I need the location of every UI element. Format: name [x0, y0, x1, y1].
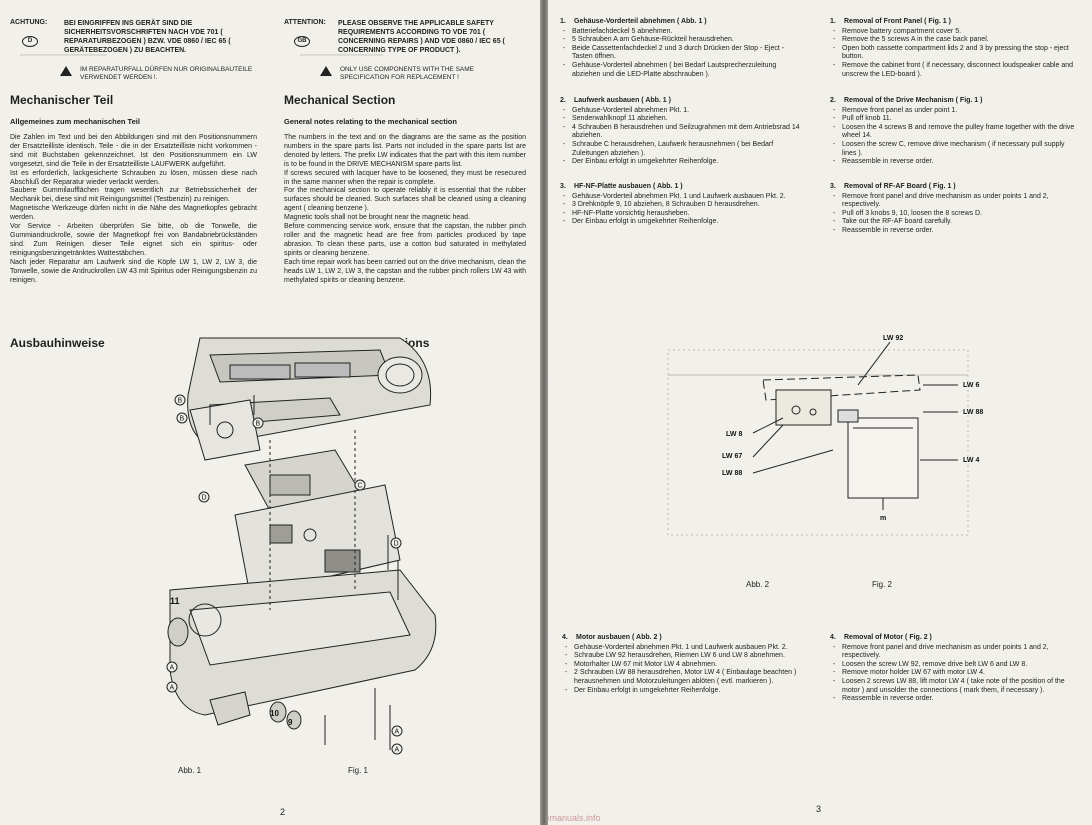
exploded-view-figure-1: B B B C D D 11 A A A A 10 9: [166, 337, 437, 755]
step-2-de: 2.Laufwerk ausbauen ( Abb. 1 ) Gehäuse-V…: [560, 97, 805, 167]
fig1-label: 10: [270, 709, 279, 718]
fig1-label: D: [202, 495, 207, 502]
heading-ausbauhinweise: Ausbauhinweise: [10, 336, 105, 350]
figure-caption-de: Abb. 1: [178, 766, 202, 775]
warning-text-en: PLEASE OBSERVE THE APPLICABLE SAFETY REQ…: [338, 20, 505, 54]
body-text-de: Die Zahlen im Text und bei den Abbildung…: [10, 134, 257, 284]
fig1-label: 11: [170, 596, 180, 606]
step-3-en: 3.Removal of RF-AF Board ( Fig. 1 ) Remo…: [830, 183, 1080, 236]
warning-note-en: ONLY USE COMPONENTS WITH THE SAME SPECIF…: [340, 66, 474, 81]
fig1-label: B: [178, 398, 183, 405]
fig1-label: B: [256, 421, 261, 428]
heading-mechanical-section: Mechanical Section: [284, 93, 396, 107]
fig1-label: 9: [288, 718, 293, 727]
step-4-en: 4.Removal of Motor ( Fig. 2 ) Remove fro…: [830, 634, 1080, 704]
fig1-label: A: [170, 685, 175, 692]
fig2-label-m: m: [880, 515, 886, 522]
warning-triangle-icon: [60, 66, 72, 76]
figure-caption-en: Fig. 2: [872, 580, 893, 589]
step-1-en: 1.Removal of Front Panel ( Fig. 1 ) Remo…: [830, 18, 1080, 79]
warning-label-de: ACHTUNG:: [10, 19, 48, 26]
fig2-label-lw8: LW 8: [726, 431, 742, 438]
heading-mechanischer-teil: Mechanischer Teil: [10, 93, 114, 107]
body-text-en: The numbers in the text and on the diagr…: [284, 134, 527, 284]
fig1-label: A: [170, 665, 175, 672]
step-1-de: 1.Gehäuse-Vorderteil abnehmen ( Abb. 1 )…: [560, 18, 805, 79]
bleed-through-text: ━━━━━━━━━━━━━━━━━━━━━━━━: [20, 53, 107, 59]
manual-page-right: 1.Gehäuse-Vorderteil abnehmen ( Abb. 1 )…: [548, 0, 1092, 825]
fig1-label: D: [394, 541, 399, 548]
motor-diagram-figure-2: LW 92 LW 6 LW 88 LW 4 LW 8 LW 67 LW 88 m: [667, 335, 983, 536]
page-gutter: [540, 0, 548, 825]
fig2-label-lw92: LW 92: [883, 335, 903, 342]
footer-website-link[interactable]: www.freeservicemanuals.info: [548, 813, 601, 823]
step-4-de: 4.Motor ausbauen ( Abb. 2 ) Gehäuse-Vord…: [562, 634, 802, 695]
warning-text-de: BEI EINGRIFFEN INS GERÄT SIND DIE SICHER…: [64, 20, 231, 54]
fig2-label-lw88-left: LW 88: [722, 470, 742, 477]
manual-page-left: ACHTUNG: BEI EINGRIFFEN INS GERÄT SIND D…: [0, 0, 540, 825]
fig1-label: B: [180, 416, 185, 423]
warning-note-de: IM REPARATURFALL DÜRFEN NUR ORIGINALBAUT…: [80, 66, 253, 81]
warning-label-en: ATTENTION:: [284, 19, 326, 26]
fig2-label-lw6: LW 6: [963, 382, 979, 389]
fig1-label: A: [395, 747, 400, 754]
page-number: 2: [280, 807, 286, 817]
country-badge-de: D: [22, 36, 38, 47]
fig2-label-lw4: LW 4: [963, 457, 979, 464]
figure-caption-en: Fig. 1: [348, 766, 369, 775]
subheading-allgemeines: Allgemeines zum mechanischen Teil: [10, 117, 140, 126]
subheading-general-notes: General notes relating to the mechanical…: [284, 117, 457, 126]
step-3-de: 3.HF-NF-Platte ausbauen ( Abb. 1 ) Gehäu…: [560, 183, 805, 227]
fig1-label: A: [395, 729, 400, 736]
figure-caption-de: Abb. 2: [746, 580, 770, 589]
fig2-label-lw67: LW 67: [722, 453, 742, 460]
fig1-label: C: [358, 483, 363, 490]
country-badge-en: GB: [294, 36, 310, 47]
page-number: 3: [816, 804, 822, 814]
step-2-en: 2.Removal of the Drive Mechanism ( Fig. …: [830, 97, 1080, 167]
fig2-label-lw88: LW 88: [963, 409, 983, 416]
bleed-through-text: ━━━━━━━━━━━━━━━━━━━━━━━: [300, 53, 384, 59]
warning-triangle-icon: [320, 66, 332, 76]
